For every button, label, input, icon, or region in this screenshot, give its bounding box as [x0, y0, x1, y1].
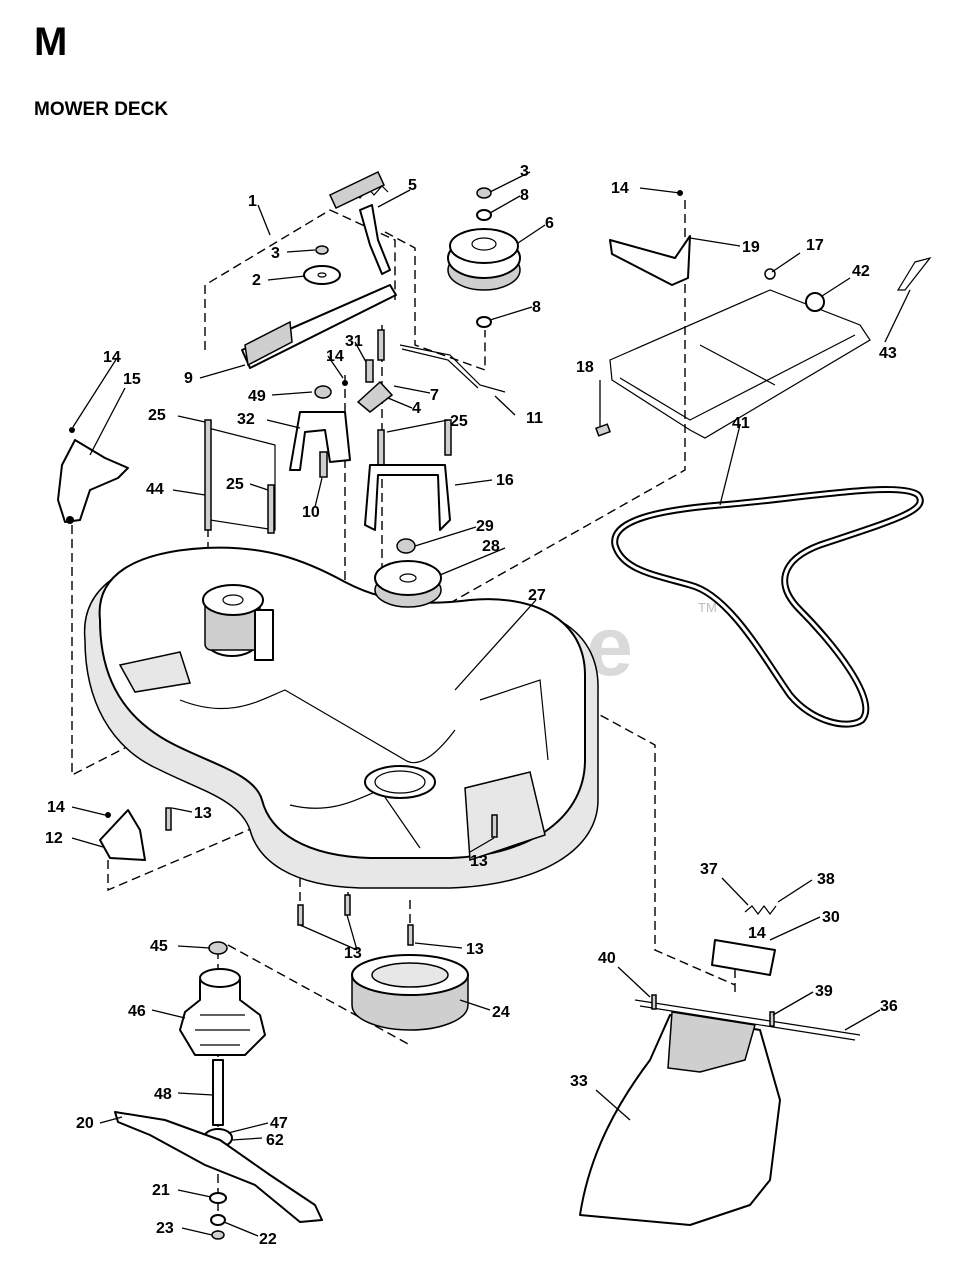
- callout-28: 28: [482, 538, 500, 555]
- callout-47: 47: [270, 1115, 288, 1132]
- support-ring: [351, 954, 469, 1031]
- drive-pulley: [374, 538, 442, 608]
- callout-14: 14: [326, 348, 344, 365]
- callout-39: 39: [815, 983, 833, 1000]
- callout-4: 4: [412, 400, 421, 417]
- callout-17: 17: [806, 237, 824, 254]
- callout-10: 10: [302, 504, 320, 521]
- callout-2: 2: [252, 272, 261, 289]
- callout-48: 48: [154, 1086, 172, 1103]
- grass-bag-assembly: [579, 905, 861, 1226]
- callout-38: 38: [817, 871, 835, 888]
- callout-18: 18: [576, 359, 594, 376]
- callout-30: 30: [822, 909, 840, 926]
- callout-25: 25: [148, 407, 166, 424]
- callout-5: 5: [408, 177, 417, 194]
- idler-pulley: [447, 187, 521, 328]
- callout-16: 16: [496, 472, 514, 489]
- callout-13: 13: [466, 941, 484, 958]
- callout-15: 15: [123, 371, 141, 388]
- section-title: MOWER DECK: [34, 99, 169, 120]
- callout-20: 20: [76, 1115, 94, 1132]
- callout-labels: 1 2 3 3 4 5 6 7 8 8 9 10 11 12 13 13 13 …: [45, 163, 898, 1248]
- callout-14: 14: [47, 799, 65, 816]
- callout-13: 13: [470, 853, 488, 870]
- callout-6: 6: [545, 215, 554, 232]
- callout-46: 46: [128, 1003, 146, 1020]
- bagger-frame: [595, 190, 932, 439]
- section-letter: M: [34, 20, 68, 64]
- blade-spindle-assembly: [114, 941, 323, 1240]
- callout-27: 27: [528, 587, 546, 604]
- watermark-trademark: TM: [698, 600, 717, 615]
- callout-25: 25: [450, 413, 468, 430]
- callout-44: 44: [146, 481, 164, 498]
- callout-45: 45: [150, 938, 168, 955]
- callout-22: 22: [259, 1231, 277, 1248]
- callout-19: 19: [742, 239, 760, 256]
- callout-40: 40: [598, 950, 616, 967]
- callout-31: 31: [345, 333, 363, 350]
- callout-49: 49: [248, 388, 266, 405]
- callout-25: 25: [226, 476, 244, 493]
- callout-13: 13: [194, 805, 212, 822]
- callout-24: 24: [492, 1004, 510, 1021]
- callout-3: 3: [520, 163, 529, 180]
- callout-14: 14: [611, 180, 629, 197]
- callout-23: 23: [156, 1220, 174, 1237]
- leader-lines: [71, 171, 911, 1237]
- link-16: [364, 464, 451, 531]
- callout-13: 13: [344, 945, 362, 962]
- callout-12: 12: [45, 830, 63, 847]
- drive-belt: [611, 486, 924, 728]
- callout-32: 32: [237, 411, 255, 428]
- callout-41: 41: [732, 415, 750, 432]
- callout-8: 8: [532, 299, 541, 316]
- callout-37: 37: [700, 861, 718, 878]
- callout-42: 42: [852, 263, 870, 280]
- callout-33: 33: [570, 1073, 588, 1090]
- callout-14: 14: [103, 349, 121, 366]
- callout-7: 7: [430, 387, 439, 404]
- callout-21: 21: [152, 1182, 170, 1199]
- callout-3: 3: [271, 245, 280, 262]
- deck-rod-and-bolts: [204, 419, 452, 534]
- callout-29: 29: [476, 518, 494, 535]
- callout-9: 9: [184, 370, 193, 387]
- deck-brackets: [57, 427, 146, 861]
- callout-8: 8: [520, 187, 529, 204]
- callout-36: 36: [880, 998, 898, 1015]
- callout-14: 14: [748, 925, 766, 942]
- idler-arm-assembly: [241, 170, 506, 478]
- callout-43: 43: [879, 345, 897, 362]
- deck-spindle-assembly: [202, 584, 274, 661]
- callout-11: 11: [526, 410, 543, 427]
- callout-62: 62: [266, 1132, 284, 1149]
- callout-1: 1: [248, 193, 257, 210]
